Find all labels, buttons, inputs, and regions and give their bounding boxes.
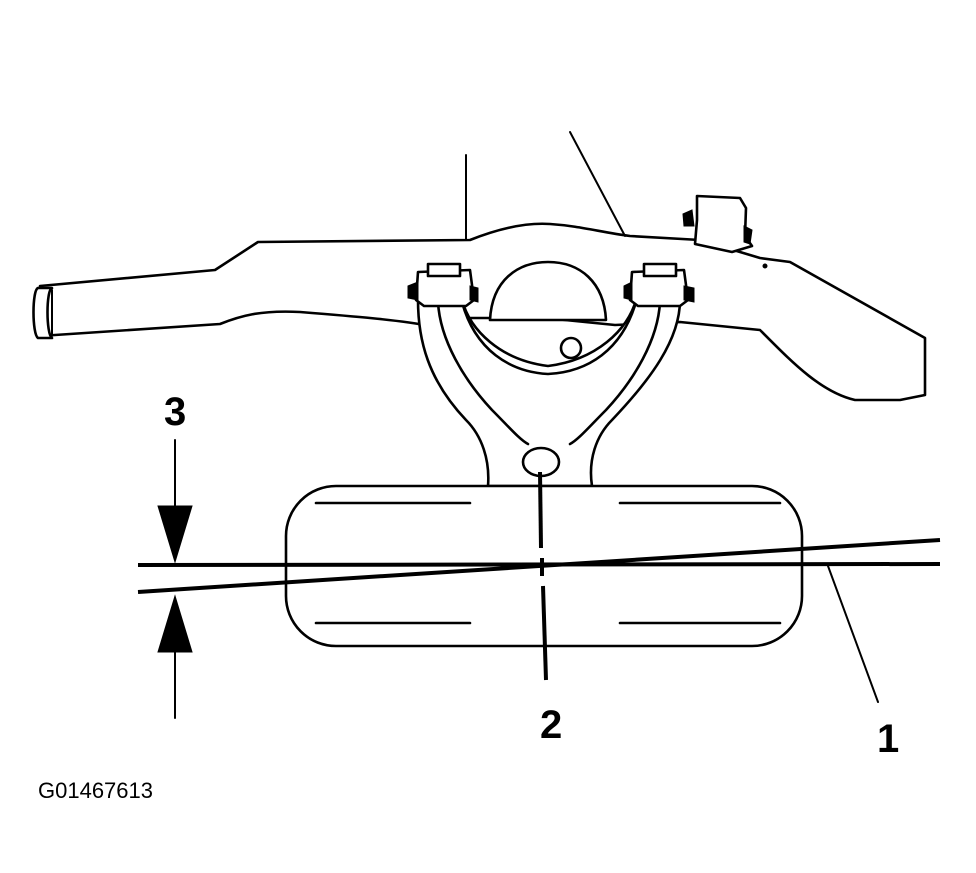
axle-housing <box>32 222 927 402</box>
callout-1-label: 1 <box>877 717 899 761</box>
differential-dome <box>488 260 608 322</box>
callout-3-label: 3 <box>164 390 186 434</box>
pinion-flange <box>682 194 768 269</box>
pointer-line-right <box>569 131 626 237</box>
driveshaft-angle-line <box>137 538 941 594</box>
universal-joint-yoke <box>416 298 682 488</box>
callout-1-leader <box>827 565 879 703</box>
down-arrow-icon <box>157 505 193 564</box>
left-bearing-cap <box>407 262 479 308</box>
up-arrow-icon <box>157 594 193 653</box>
right-bearing-cap <box>623 262 695 308</box>
dimension-arrows <box>157 439 193 719</box>
centerline <box>538 471 548 681</box>
figure-id-label: G01467613 <box>38 778 153 803</box>
callout-2-label: 2 <box>540 703 562 747</box>
